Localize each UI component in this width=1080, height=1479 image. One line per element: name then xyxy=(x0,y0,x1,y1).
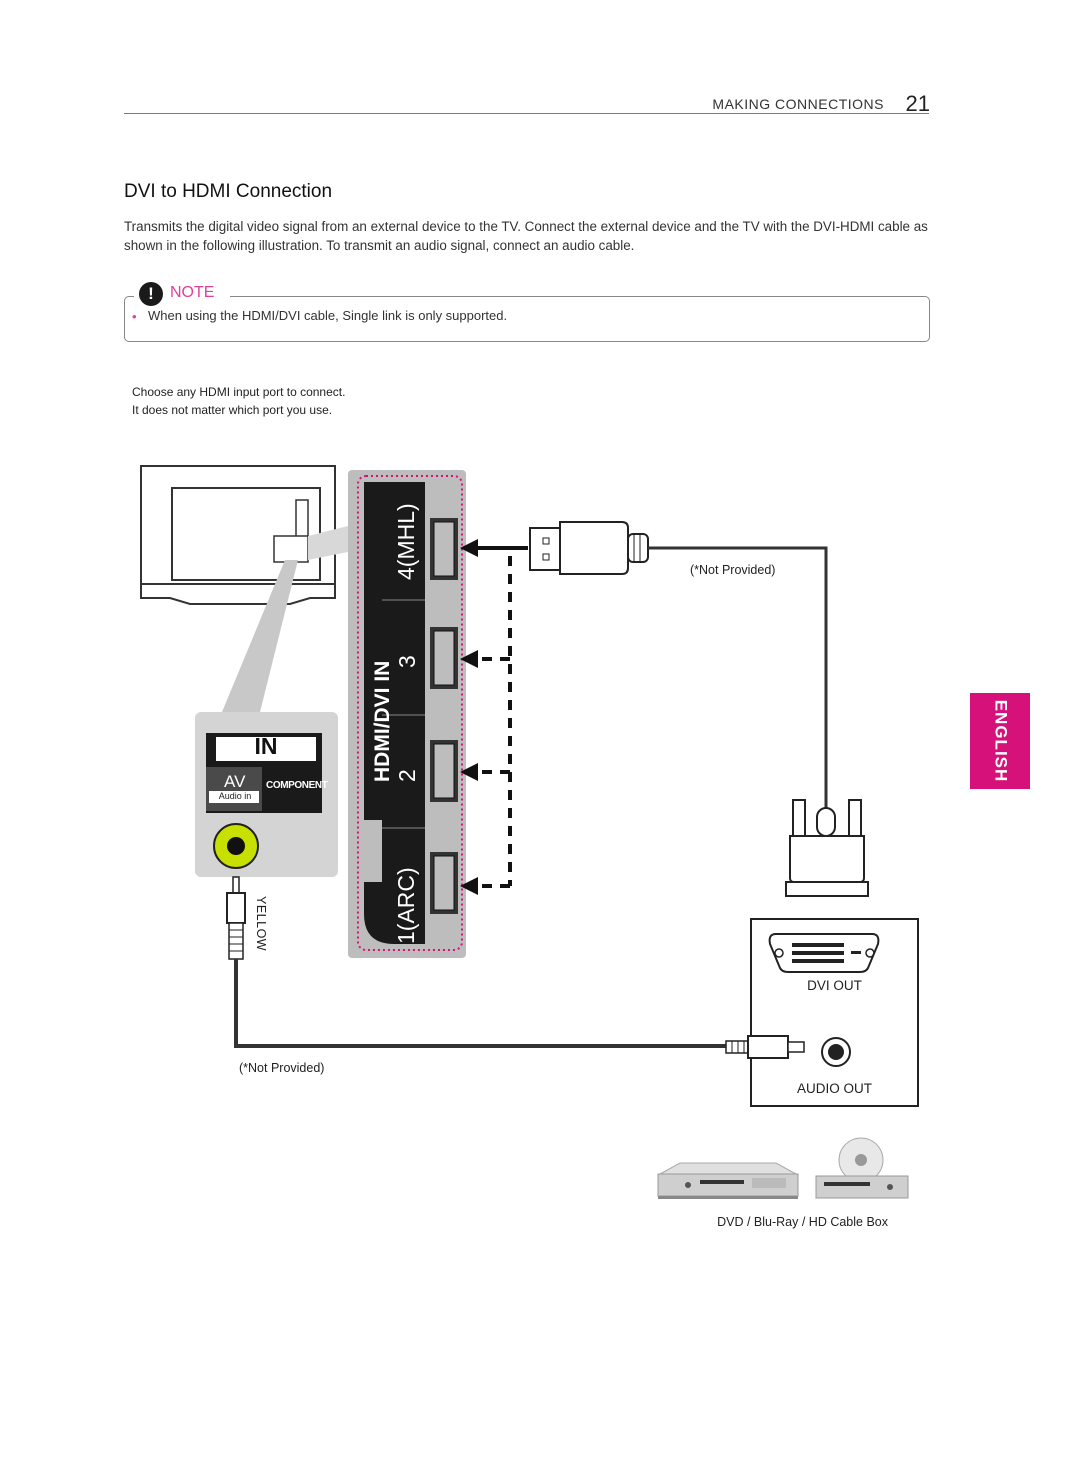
note-label: NOTE xyxy=(170,284,215,301)
note-item: When using the HDMI/DVI cable, Single li… xyxy=(148,308,508,323)
hdmi-port-4 xyxy=(430,518,458,580)
hdmi-dvi-in-label: HDMI/DVI IN xyxy=(371,660,394,782)
page-number: 21 xyxy=(905,91,930,116)
bluray-player-picture xyxy=(815,1137,909,1199)
in-panel xyxy=(195,712,338,877)
audio-out-label: AUDIO OUT xyxy=(796,1081,872,1096)
header-rule xyxy=(124,113,929,114)
language-tab xyxy=(970,693,1030,789)
hdmi-port-2 xyxy=(430,740,458,802)
in-label: IN xyxy=(254,733,278,759)
dvi-plug xyxy=(785,799,869,897)
note-box xyxy=(124,296,930,342)
running-header-section: MAKING CONNECTIONS xyxy=(712,96,884,112)
audio-plug xyxy=(725,1035,805,1059)
port-label-1: 1(ARC) xyxy=(393,867,419,944)
hdmi-port-1 xyxy=(430,852,458,914)
bullet-icon: • xyxy=(132,309,137,324)
alternate-port-arrows xyxy=(474,556,512,888)
dvd-player-picture xyxy=(657,1162,799,1199)
device-back-panel xyxy=(750,918,919,1107)
port-label-3: 3 xyxy=(394,655,420,668)
hdmi-port-3 xyxy=(430,627,458,689)
zoom-wedge-lower xyxy=(222,560,298,712)
language-tab-label-wrap: ENGLISH xyxy=(970,693,1030,789)
dvi-out-label: DVI OUT xyxy=(807,978,862,993)
exclamation-icon: ! xyxy=(139,282,163,306)
hdmi-plug xyxy=(529,521,828,808)
not-provided-hdmi: (*Not Provided) xyxy=(690,563,776,577)
av-label: AV xyxy=(224,772,246,791)
device-caption: DVD / Blu-Ray / HD Cable Box xyxy=(717,1215,888,1229)
choose-instruction: Choose any HDMI input port to connect. I… xyxy=(132,383,345,419)
intro-paragraph: Transmits the digital video signal from … xyxy=(124,219,928,253)
zoom-wedge-upper xyxy=(308,526,348,560)
hdmi-cable-arrow-solid xyxy=(460,539,528,557)
choose-line-1: Choose any HDMI input port to connect. xyxy=(132,385,346,399)
port-label-4: 4(MHL) xyxy=(393,503,419,580)
language-tab-label: ENGLISH xyxy=(991,699,1010,783)
hdmi-panel xyxy=(348,470,466,958)
component-label: COMPONENT xyxy=(266,780,328,791)
tv-back-illustration xyxy=(140,465,336,605)
not-provided-audio: (*Not Provided) xyxy=(239,1061,325,1075)
yellow-label: YELLOW xyxy=(254,896,268,952)
port-label-2: 2 xyxy=(394,769,420,782)
yellow-rca-cable xyxy=(226,876,726,1048)
audio-in-label: Audio in xyxy=(218,791,252,801)
section-title: DVI to HDMI Connection xyxy=(124,181,333,202)
choose-line-2: It does not matter which port you use. xyxy=(132,403,333,417)
